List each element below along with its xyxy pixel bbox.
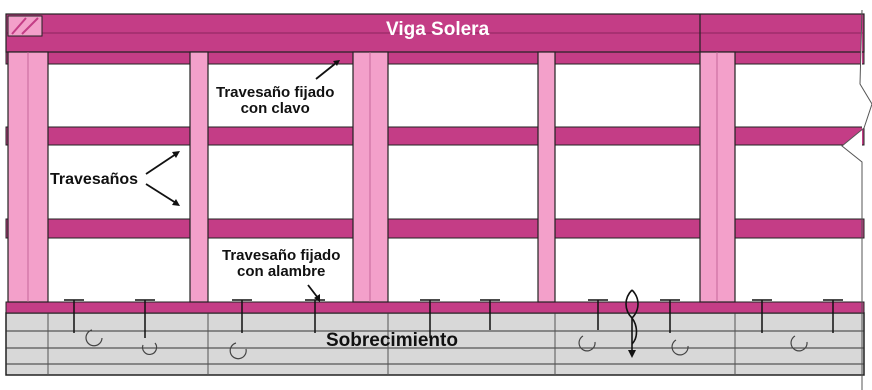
rail-middle	[5, 126, 865, 146]
wire-loop	[625, 289, 639, 358]
wired-rail-label: Travesaño fijado con alambre	[222, 248, 340, 280]
break-line	[841, 9, 872, 390]
rails-label: Travesaños	[50, 171, 139, 188]
nailed-rail-label: Travesaño fijado con clavo	[216, 85, 334, 117]
studs	[7, 51, 736, 303]
nailed-rail-label-line2: con clavo	[240, 100, 310, 117]
foundation-wall	[5, 312, 865, 376]
wired-rail-label-line2: con alambre	[237, 263, 326, 280]
top-plate-label: Viga Solera	[386, 19, 490, 40]
rail-lower	[5, 218, 865, 239]
sill-plate	[5, 301, 865, 314]
wired-rail-label-line1: Travesaño fijado	[222, 247, 341, 264]
leader-arrows	[145, 60, 340, 302]
top-plate	[5, 13, 865, 53]
anchor-bolts	[64, 299, 843, 338]
nailed-rail-label-line1: Travesaño fijado	[216, 84, 335, 101]
foundation-label: Sobrecimiento	[326, 330, 458, 351]
